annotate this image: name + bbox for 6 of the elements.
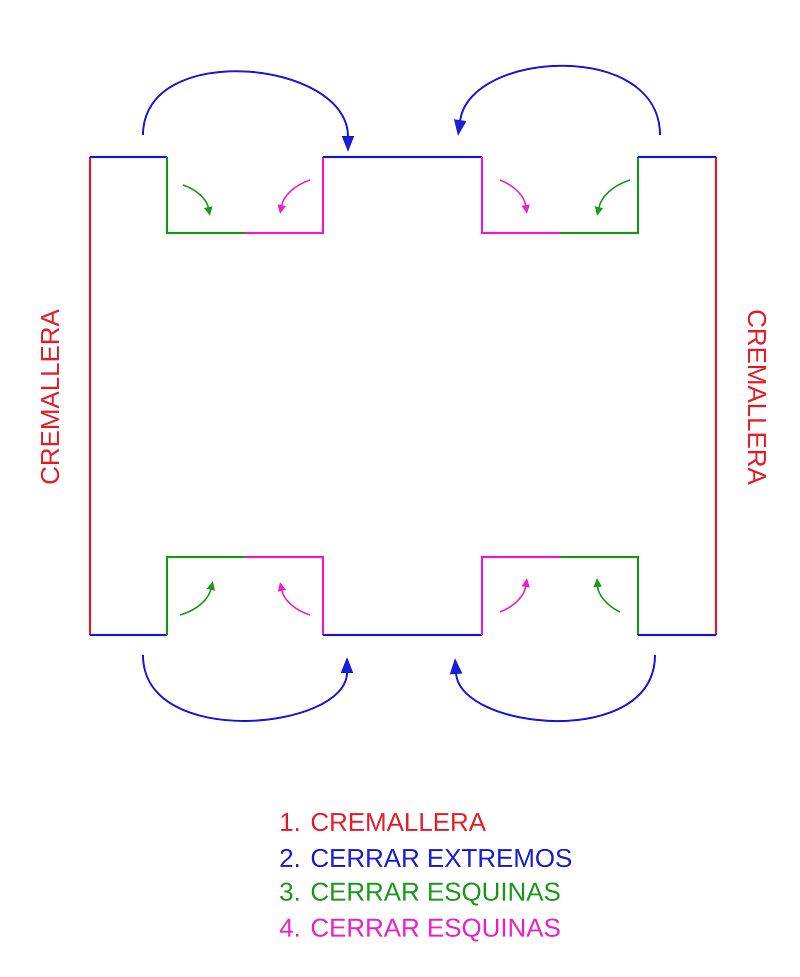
legend-entry: 4. CERRAR ESQUINAS bbox=[280, 918, 560, 942]
side-label: CREMALLERA bbox=[748, 310, 766, 485]
side-label: CREMALLERA bbox=[40, 309, 60, 484]
legend-entry: 3. CERRAR ESQUINAS bbox=[280, 882, 560, 906]
legend-entry: 1. CREMALLERA bbox=[281, 812, 486, 832]
legend-entry: 2. CERRAR EXTREMOS bbox=[280, 848, 572, 868]
